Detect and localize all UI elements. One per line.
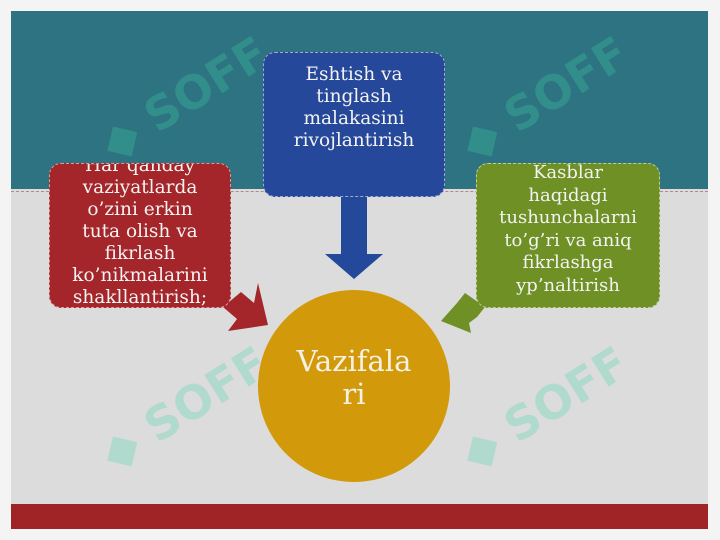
arrow-right-diagonal — [441, 293, 485, 333]
arrow-left-diagonal — [223, 283, 268, 331]
center-circle: Vazifala ri — [258, 290, 450, 482]
bottom-color-band — [11, 504, 708, 529]
task-box-top: Eshtish va tinglash malakasini rivojlant… — [263, 52, 445, 197]
task-box-left-text: Har qanday vaziyatlarda o’zini erkin tut… — [72, 163, 208, 308]
connector-arrows — [223, 194, 485, 333]
center-circle-label: Vazifala ri — [296, 344, 412, 411]
task-box-top-text: Eshtish va tinglash malakasini rivojlant… — [293, 63, 415, 151]
slide: Har qanday vaziyatlarda o’zini erkin tut… — [11, 11, 708, 529]
task-box-right: Kasblar haqidagi tushunchalarni to’g’ri … — [476, 163, 660, 308]
arrow-top-down — [325, 194, 383, 279]
task-box-right-text: Kasblar haqidagi tushunchalarni to’g’ri … — [499, 163, 637, 296]
task-box-left: Har qanday vaziyatlarda o’zini erkin tut… — [49, 163, 231, 308]
